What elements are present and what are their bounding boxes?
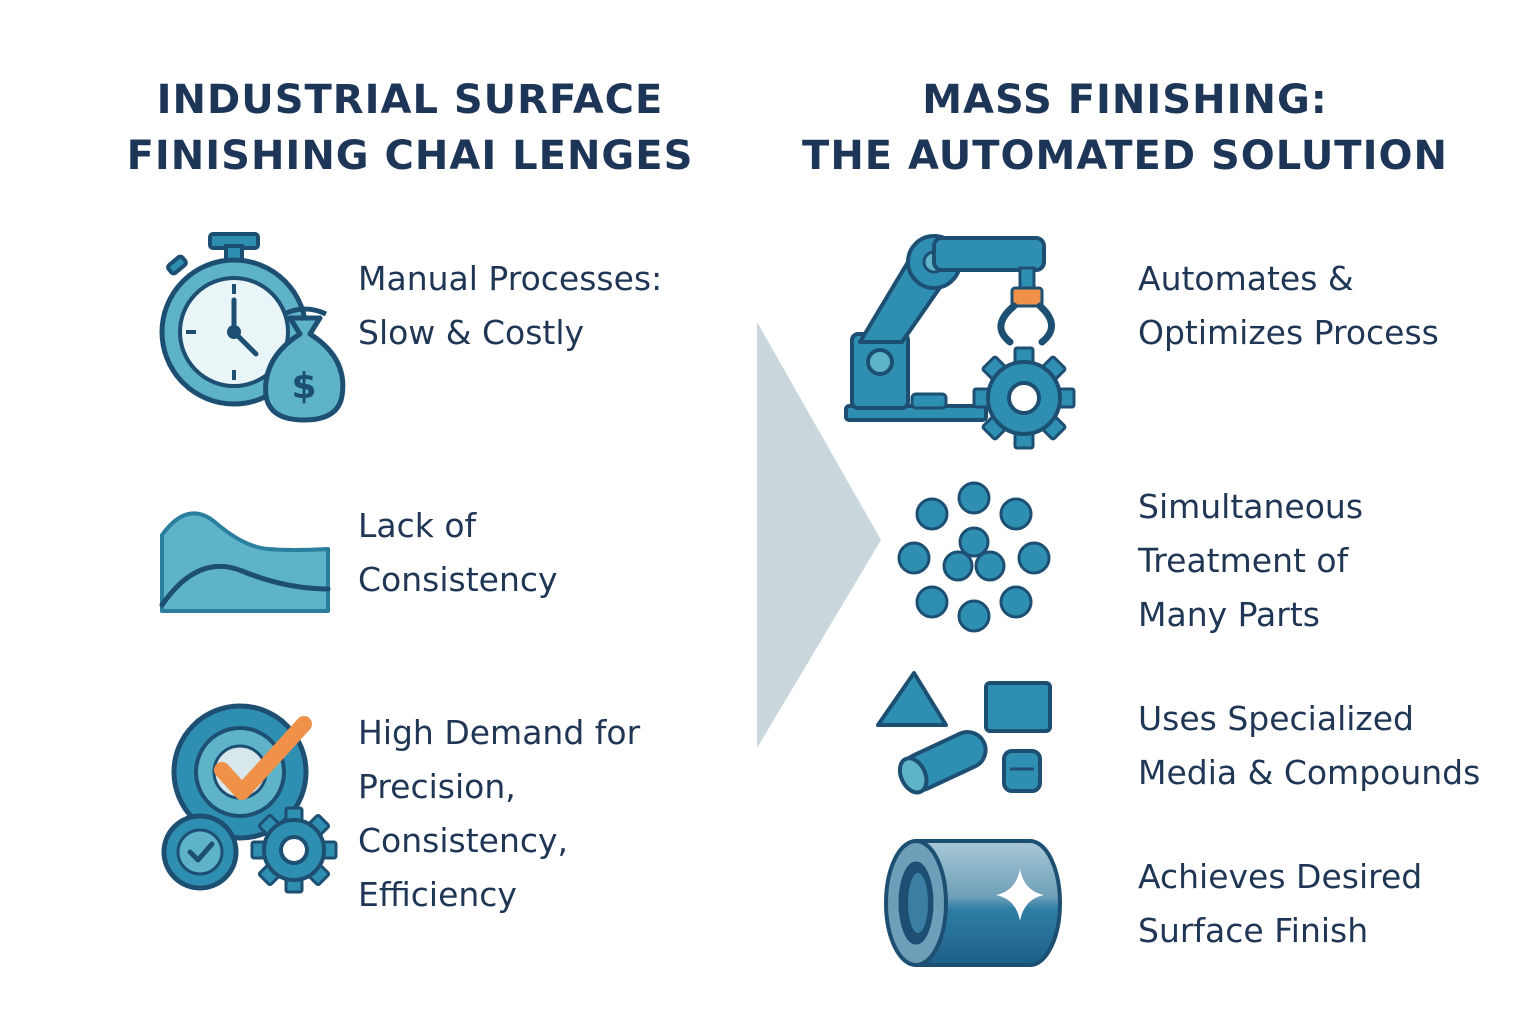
solution-text-media: Uses Specialized Media & Compounds (1138, 692, 1480, 800)
target-check-gear-icon (161, 703, 338, 894)
text-line: Consistency (358, 560, 558, 599)
text-line: Consistency, (358, 821, 569, 860)
shiny-cylinder-icon (884, 839, 1062, 967)
text-line: Media & Compounds (1138, 753, 1481, 792)
robot-arm-gear-icon (844, 234, 1076, 450)
solution-text-finish: Achieves Desired Surface Finish (1138, 850, 1422, 958)
text-line: Lack of (358, 506, 477, 545)
solution-heading-line-1: MASS FINISHING: (922, 77, 1328, 123)
text-line: Uses Specialized (1138, 699, 1414, 738)
text-line: Optimizes Process (1138, 313, 1439, 352)
challenges-heading-line-2: FINISHING CHAI LENGES (126, 133, 694, 179)
text-line: Precision, (358, 767, 516, 806)
text-line: Treatment of (1138, 541, 1349, 580)
solution-heading-line-2: THE AUTOMATED SOLUTION (802, 133, 1448, 179)
svg-text:$: $ (291, 366, 316, 407)
media-shapes-icon (876, 671, 1052, 795)
text-line: Surface Finish (1138, 911, 1369, 950)
text-line: Slow & Costly (358, 313, 585, 352)
solution-heading: MASS FINISHING: THE AUTOMATED SOLUTION (790, 72, 1460, 184)
challenge-text-manual-processes: Manual Processes: Slow & Costly (358, 252, 662, 360)
text-line: Simultaneous (1138, 487, 1364, 526)
text-line: Manual Processes: (358, 259, 663, 298)
challenge-text-consistency: Lack of Consistency (358, 499, 558, 607)
transition-arrow-icon (757, 322, 881, 748)
text-line: Automates & (1138, 259, 1354, 298)
challenges-heading: INDUSTRIAL SURFACE FINISHING CHAI LENGES (100, 72, 720, 184)
text-line: Many Parts (1138, 595, 1320, 634)
text-line: Achieves Desired (1138, 857, 1423, 896)
text-line: Efficiency (358, 875, 517, 914)
challenge-text-high-demand: High Demand for Precision, Consistency, … (358, 706, 640, 922)
challenges-heading-line-1: INDUSTRIAL SURFACE (156, 77, 664, 123)
text-line: High Demand for (358, 713, 641, 752)
parts-cluster-icon (897, 481, 1051, 633)
solution-text-simultaneous: Simultaneous Treatment of Many Parts (1138, 480, 1363, 642)
solution-text-automates: Automates & Optimizes Process (1138, 252, 1439, 360)
stopwatch-money-icon: $ (159, 232, 346, 423)
wave-graph-icon (159, 511, 331, 613)
